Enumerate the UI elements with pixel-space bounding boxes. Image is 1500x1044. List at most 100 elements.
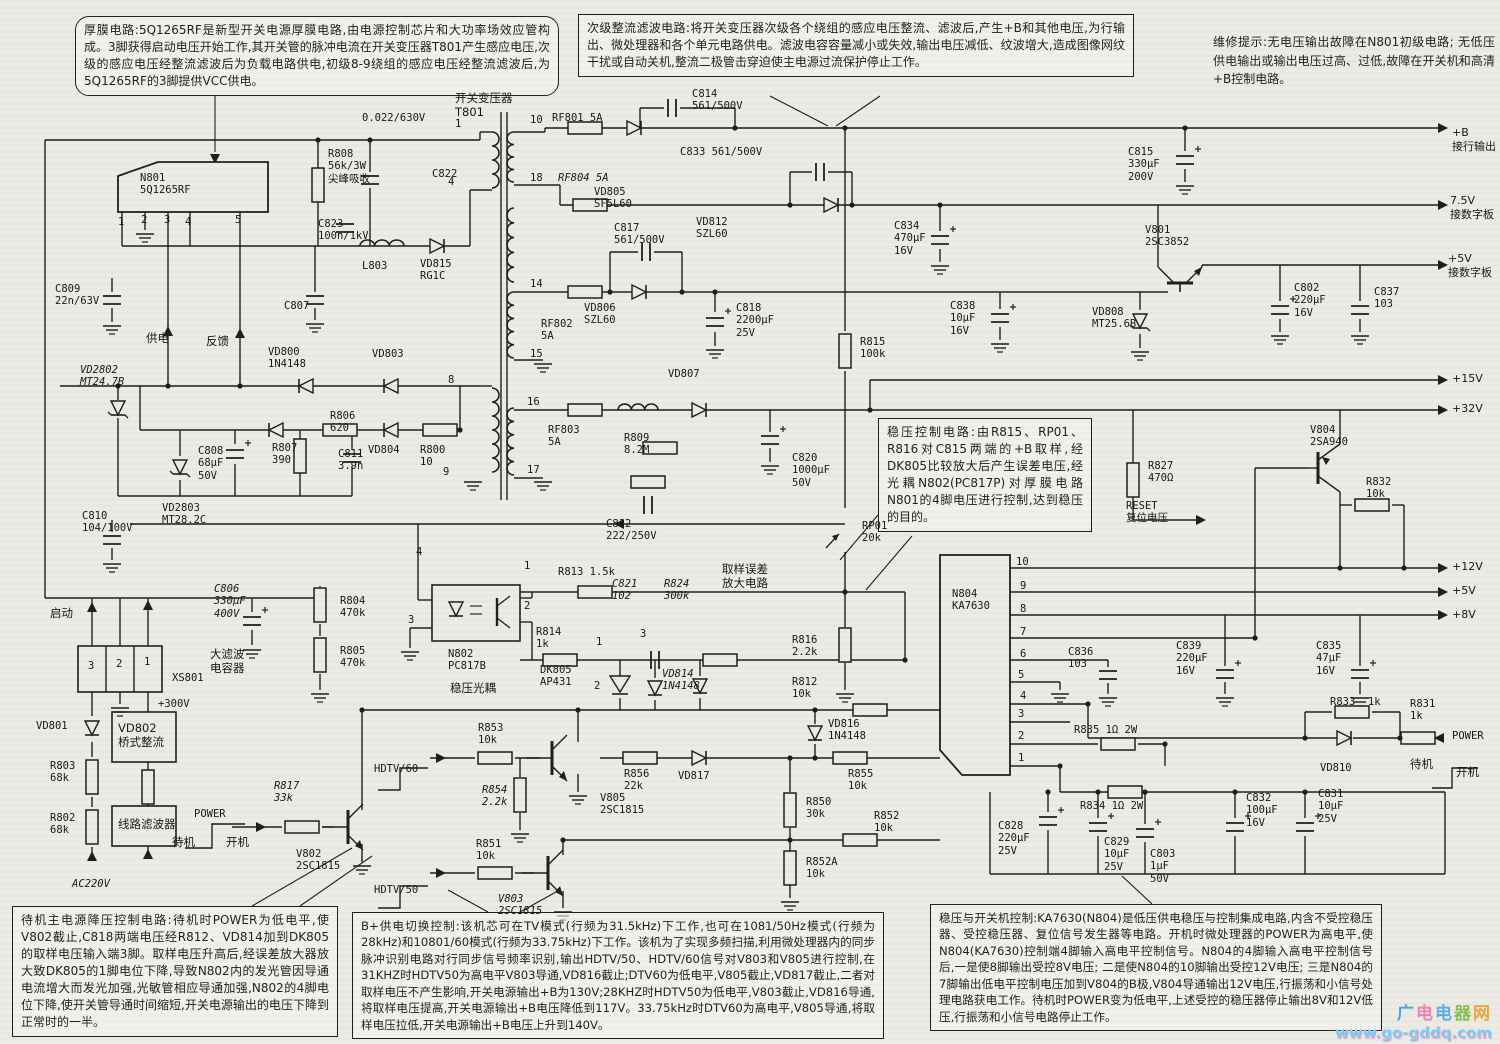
component-label: R802 68k bbox=[50, 812, 76, 837]
net-label: +5V bbox=[1452, 584, 1476, 597]
component-label: VD804 bbox=[368, 444, 400, 456]
note-regulation-control: 稳压控制电路:由R815、RP01、R816对C815两端的+B取样,经DK80… bbox=[878, 418, 1092, 533]
component-label: C809 22n/63V bbox=[55, 283, 100, 308]
watermark-url: www.go-gddq.com bbox=[1334, 1024, 1492, 1042]
component-label: R800 10 bbox=[420, 444, 446, 469]
watermark-char: 电 bbox=[1435, 1004, 1454, 1024]
component-label: R852A 10k bbox=[806, 856, 838, 881]
component-label: RF801 5A bbox=[552, 112, 603, 124]
component-label: VD816 1N4148 bbox=[828, 718, 866, 743]
component-label: N802 PC817B bbox=[448, 648, 486, 673]
component-label: R804 470k bbox=[340, 595, 366, 620]
note-thick-film-circuit: 厚膜电路:5Q1265RF是新型开关电源厚膜电路,由电源控制芯片和大功率场效应管… bbox=[75, 16, 559, 97]
component-label: C806 330μF 400V bbox=[214, 583, 246, 620]
pin-label: 8 bbox=[448, 374, 455, 386]
pin-label: 2 bbox=[116, 658, 123, 670]
component-label: V803 2SC1815 bbox=[498, 893, 543, 918]
pin-label: 18 bbox=[530, 172, 543, 184]
component-label: R832 10k bbox=[1366, 476, 1392, 501]
component-label: HDTV/50 bbox=[374, 884, 419, 896]
component-label: C811 3.9n bbox=[338, 448, 364, 473]
note-repair-tip: 维修提示:无电压输出故障在N801初级电路; 无低压供电输出或输出电压过高、过低… bbox=[1213, 35, 1495, 87]
component-label: C831 10μF 25V bbox=[1318, 788, 1344, 825]
pin-label: 3 bbox=[164, 214, 171, 226]
component-label: C803 1μF 50V bbox=[1150, 848, 1176, 885]
pin-label: 3 bbox=[88, 660, 95, 672]
component-label: R833 1k bbox=[1330, 696, 1381, 708]
component-label: V801 2SC3852 bbox=[1145, 224, 1190, 249]
note-bplus-switch-control: B+供电切换控制:该机芯可在TV模式(行频为31.5kHz)下工作,也可在108… bbox=[352, 912, 884, 1040]
component-label: R812 10k bbox=[792, 676, 818, 701]
component-label: C835 47μF 16V bbox=[1316, 640, 1342, 677]
component-label: R855 10k bbox=[848, 768, 874, 793]
component-label: C814 561/500V bbox=[692, 88, 743, 113]
watermark-char: 网 bbox=[1473, 1004, 1492, 1024]
component-label: 稳压光耦 bbox=[450, 681, 496, 695]
component-label: C802 220μF 16V bbox=[1294, 282, 1326, 319]
component-label: R809 8.2M bbox=[624, 432, 650, 457]
component-label: R854 2.2k bbox=[482, 784, 508, 809]
net-label: +15V bbox=[1452, 372, 1483, 385]
net-label: +B 接行输出 bbox=[1452, 126, 1496, 153]
component-label: POWER bbox=[1452, 730, 1484, 742]
component-label: VD2802 MT24.7B bbox=[80, 364, 125, 389]
component-label: R850 30k bbox=[806, 796, 832, 821]
component-label: C839 220μF 16V bbox=[1176, 640, 1208, 677]
pin-label: 7 bbox=[1020, 626, 1027, 638]
component-label: V804 2SA940 bbox=[1310, 424, 1348, 449]
component-label: V802 2SC1815 bbox=[296, 848, 341, 873]
component-label: R834 1Ω 2W bbox=[1080, 800, 1144, 812]
pin-label: 1 bbox=[524, 560, 531, 572]
pin-label: 9 bbox=[1020, 580, 1027, 592]
component-label: C817 561/500V bbox=[614, 222, 665, 247]
component-label: VD807 bbox=[668, 368, 700, 380]
pin-label: 1 bbox=[455, 118, 462, 130]
component-label: C820 1000μF 50V bbox=[792, 452, 830, 489]
watermark-char: 电 bbox=[1416, 1004, 1435, 1024]
pin-label: 9 bbox=[443, 466, 450, 478]
component-label: 反馈 bbox=[206, 334, 229, 348]
component-label: R816 2.2k bbox=[792, 634, 818, 659]
net-label: +8V bbox=[1452, 608, 1476, 621]
component-label: VD803 bbox=[372, 348, 404, 360]
component-label: R824 300k bbox=[664, 578, 690, 603]
component-label: VD808 MT25.6B bbox=[1092, 306, 1137, 331]
note-standby-control: 待机主电源降压控制电路:待机时POWER为低电平,使V802截止,C818两端电… bbox=[12, 906, 338, 1038]
pin-label: 16 bbox=[527, 396, 540, 408]
component-label: RP01 20k bbox=[862, 520, 888, 545]
component-label: R814 1k bbox=[536, 626, 562, 651]
component-label: C833 561/500V bbox=[680, 146, 763, 158]
component-label: C812 222/250V bbox=[606, 518, 657, 543]
pin-label: 5 bbox=[235, 214, 242, 226]
component-label: L803 bbox=[362, 260, 388, 272]
component-label: RF802 5A bbox=[541, 318, 573, 343]
component-label: 开机 bbox=[1456, 765, 1479, 779]
pin-label: 1 bbox=[144, 656, 151, 668]
component-label: VD2803 MT28.2C bbox=[162, 502, 207, 527]
pin-label: 2 bbox=[524, 600, 531, 612]
component-label: R856 22k bbox=[624, 768, 650, 793]
pin-label: 2 bbox=[141, 214, 148, 226]
component-label: C822 bbox=[432, 168, 458, 180]
pin-label: 4 bbox=[185, 216, 192, 228]
component-label: C834 470μF 16V bbox=[894, 220, 926, 257]
watermark-site-name: 广电电器网 bbox=[1335, 999, 1492, 1024]
component-label: VD805 SF5L60 bbox=[594, 186, 632, 211]
pin-label: 3 bbox=[640, 628, 647, 640]
component-label: DK805 AP431 bbox=[540, 664, 572, 689]
component-label: C838 10μF 16V bbox=[950, 300, 976, 337]
component-label: R815 100k bbox=[860, 336, 886, 361]
component-label: 启动 bbox=[50, 606, 73, 620]
pin-label: 17 bbox=[527, 464, 540, 476]
pin-label: 3 bbox=[1018, 708, 1025, 720]
pin-label: 2 bbox=[594, 680, 601, 692]
pin-label: 1 bbox=[596, 636, 603, 648]
component-label: R803 68k bbox=[50, 760, 76, 785]
component-label: 待机 bbox=[1410, 757, 1433, 771]
pin-label: 5 bbox=[1018, 669, 1025, 681]
component-label: POWER bbox=[194, 808, 226, 820]
pin-label: 6 bbox=[1020, 648, 1027, 660]
pin-label: 1 bbox=[118, 216, 125, 228]
